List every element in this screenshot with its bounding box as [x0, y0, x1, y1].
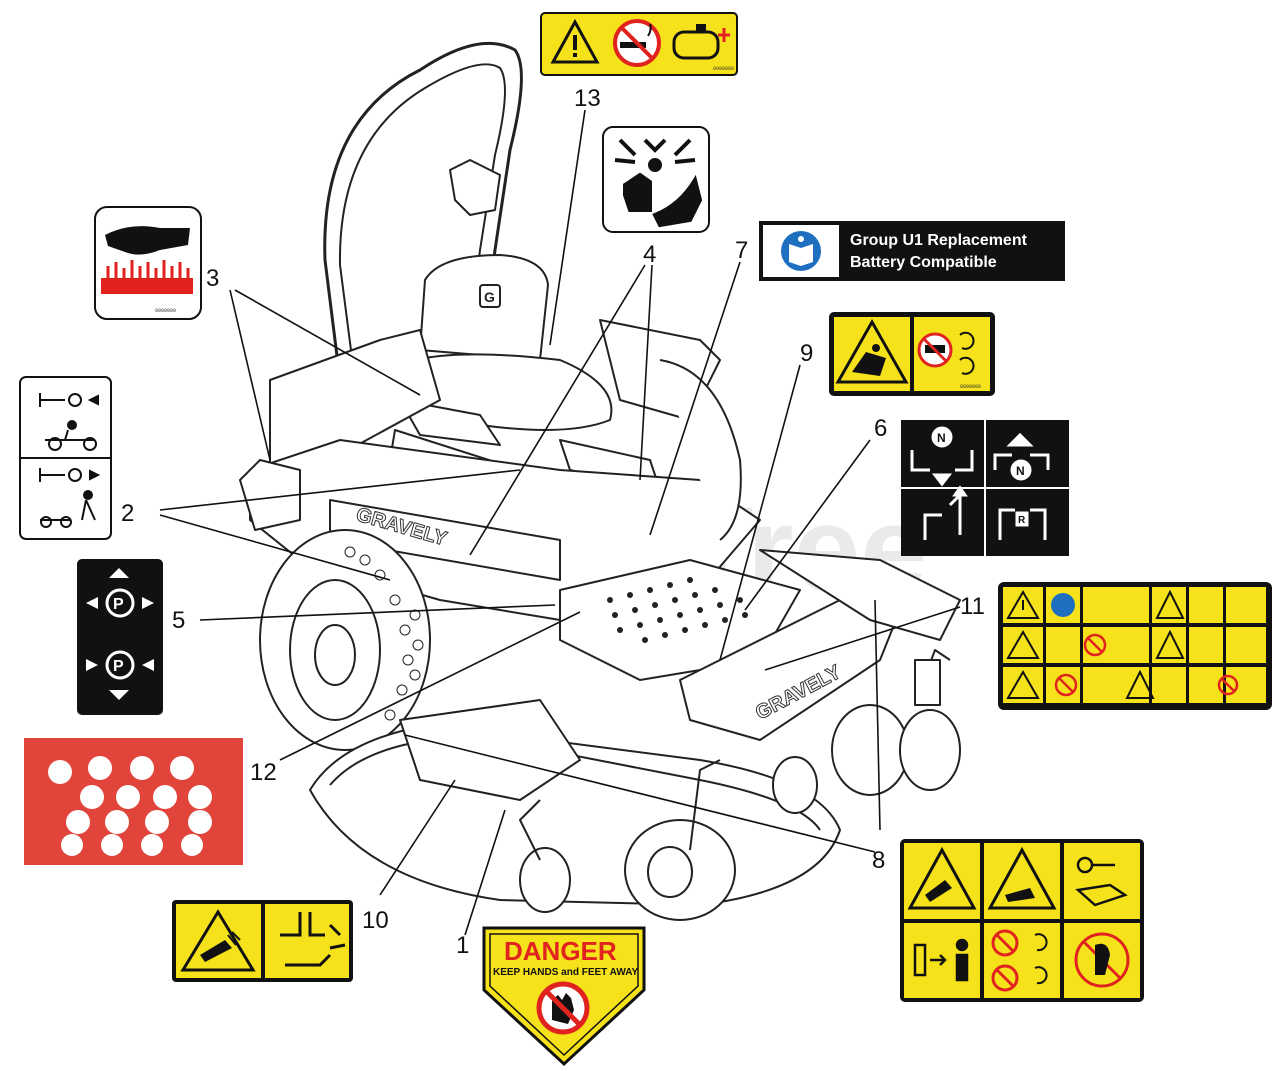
blade-hazard-icon	[180, 909, 256, 972]
callout-numbers: 1 2 3 4 5 6 7 8 9 10 11 12 13	[121, 85, 985, 959]
decal-fuel-warning: 0000000	[540, 12, 738, 76]
park-letter-1: P	[113, 596, 124, 613]
manual-book-icon	[781, 231, 821, 271]
decal-hot-surface: 0000000	[94, 206, 202, 320]
callout-2: 2	[121, 500, 134, 527]
callout-9: 9	[800, 340, 813, 367]
callout-10: 10	[362, 907, 389, 934]
reverse-letter: R	[1018, 515, 1026, 526]
no-smoking-icon	[613, 19, 661, 67]
floor-holes	[607, 577, 748, 643]
neutral-letter-2: N	[1016, 464, 1025, 478]
danger-title: DANGER	[504, 936, 617, 966]
callout-1: 1	[456, 932, 469, 959]
decal-operation-warnings	[900, 839, 1144, 1002]
decal-pto-engage	[19, 376, 112, 540]
parking-brake-icon: P P	[86, 568, 154, 700]
control-lever-icon: N N R	[910, 426, 1050, 540]
callout-5: 5	[172, 607, 185, 634]
rollover-icon	[835, 318, 909, 384]
callout-13: 13	[574, 85, 601, 112]
callout-8: 8	[872, 847, 885, 874]
hand-burn-icon	[101, 226, 193, 294]
callout-3: 3	[206, 265, 219, 292]
seat-logo: G	[484, 289, 495, 305]
park-letter-2: P	[113, 658, 124, 675]
decal-control-levers: N N R	[901, 420, 1069, 556]
decal-cut-height	[24, 738, 243, 865]
mower-illustration: G GRAVELY GRAVELY	[239, 41, 961, 921]
no-hand-icon	[536, 981, 590, 1035]
fuel-tank-icon	[672, 24, 730, 60]
decal-rollover: 0000000	[829, 312, 995, 396]
decal-blade-hazard	[172, 900, 353, 982]
decal-battery: Group U1 Replacement Battery Compatible	[759, 221, 1065, 281]
callout-4: 4	[643, 241, 656, 268]
decal-danger: DANGER KEEP HANDS and FEET AWAY	[482, 926, 646, 1067]
decal-parking-brake: P P	[77, 559, 163, 715]
svg-text:0000000: 0000000	[713, 66, 734, 72]
warning-triangle-icon	[550, 18, 600, 64]
decal-multi-warning	[998, 582, 1272, 710]
battery-line-1: Group U1 Replacement	[850, 232, 1028, 249]
callout-6: 6	[874, 415, 887, 442]
hand-crush-icon	[614, 138, 703, 228]
leader-lines	[159, 109, 961, 936]
callout-12: 12	[250, 759, 277, 786]
battery-line-2: Battery Compatible	[850, 254, 997, 271]
decal-hand-crush	[602, 126, 710, 233]
callout-7: 7	[735, 237, 748, 264]
cut-height-dots	[48, 756, 212, 856]
multi-warning-cells	[1003, 587, 1266, 703]
svg-text:0000000: 0000000	[960, 384, 981, 390]
svg-text:0000000: 0000000	[155, 308, 176, 314]
neutral-letter-1: N	[937, 431, 946, 445]
no-operation-icon	[917, 331, 975, 375]
danger-subtitle: KEEP HANDS and FEET AWAY	[493, 967, 639, 978]
callout-11: 11	[960, 593, 985, 620]
